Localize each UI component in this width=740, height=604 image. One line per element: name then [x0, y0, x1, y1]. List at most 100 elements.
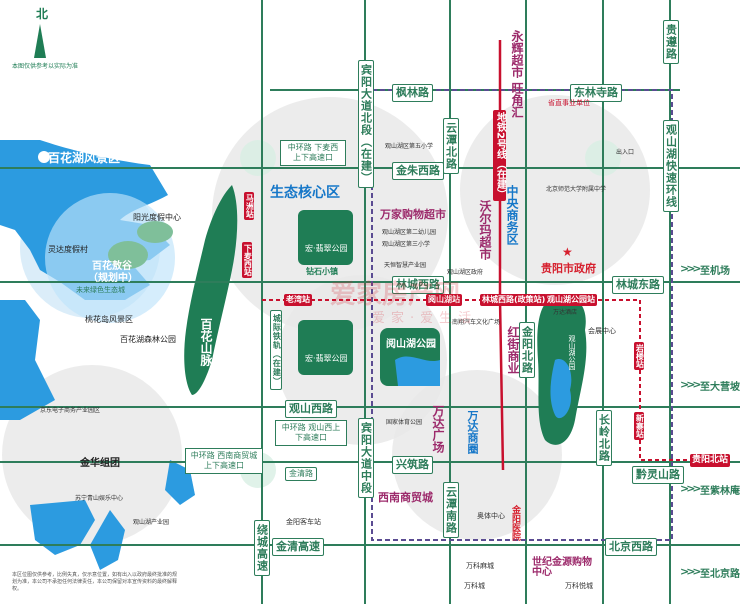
road-qianling-label: 黔灵山路 — [632, 466, 684, 484]
road-guanshanxi-label: 观山西路 — [285, 400, 337, 418]
road-yuntan-south-label: 云潭南路 — [443, 482, 459, 538]
road-jinqing-label: 金清路 — [285, 467, 317, 482]
dest-dayingpo: 至大营坡 — [700, 382, 740, 393]
wangjiao-label: 永辉超市 旺角汇 — [510, 30, 524, 119]
north-caption: 本图仅供参考以实际为准 — [12, 63, 79, 70]
wanda-business-label: 万达商圈 — [466, 410, 479, 454]
interchange-top-label: 中环路 下麦西上下高速口 — [280, 140, 346, 166]
road-guizun-label: 贵遵路 — [663, 20, 679, 64]
jinhua-park-label: 观山湖产业园 — [133, 519, 170, 526]
station-xinzhai: 新寨站 — [634, 412, 645, 440]
baihua-mountain — [184, 185, 238, 395]
valley-line3: 未来绿色生态城 — [76, 286, 125, 294]
dest-zijinan: 至紫林庵 — [700, 486, 740, 497]
dest-airport: 至机场 — [700, 266, 730, 277]
station-linchengxi: 林城西路(政策站) — [480, 294, 548, 307]
entertainment-label: 苏宁青山娱乐中心 — [75, 495, 124, 502]
lake-arm-south — [0, 300, 55, 420]
station-mazhou: 马洲站 — [244, 192, 255, 220]
station-guiyang-north: 贵阳北站 — [690, 454, 731, 468]
guiyang-gov-star-icon: ★ — [562, 245, 573, 259]
watermark: 爱家房产网 — [330, 280, 461, 310]
olympic-label: 奥体中心 — [477, 512, 505, 520]
project-top-label: 宏·翡翠公园 — [305, 244, 348, 253]
baihua-lake-icon — [38, 151, 50, 163]
arrow-airport-icon: >>> — [680, 262, 702, 275]
road-linchengxi-label: 林城西路 — [392, 276, 444, 294]
lake-right-label: 观山湖公园 — [568, 335, 576, 370]
station-xiamaixi: 下麦西站 — [242, 242, 253, 278]
interchange-sw-label: 中环路 西南商贸城上下高速口 — [185, 448, 263, 474]
radius-circle-sw — [2, 365, 182, 545]
baihua-lake-label: 百花湖风景区 — [48, 151, 121, 165]
wanda-hotel-label: 万达酒店 — [553, 309, 578, 316]
guiyang-gov-label: 贵阳市政府 — [541, 262, 596, 275]
yuntan-school-label: 观山湖区第三小学 — [382, 241, 431, 248]
road-fenglin-label: 枫林路 — [392, 84, 433, 102]
district-boundary — [371, 89, 673, 541]
wanke-north-label: 万科城 — [464, 582, 485, 590]
wanke-yuecheng-label: 万科悦城 — [565, 582, 593, 590]
valley-line1: 百花敖谷 — [92, 261, 132, 272]
metro-line2-label: 地铁2号线（在建） — [493, 110, 506, 201]
wanke-mall-label: 万家购物超市 — [380, 208, 446, 221]
nanjing-label: 万科麻城 — [466, 562, 494, 570]
yangguang-label: 阳光度假中心 — [133, 213, 181, 222]
station-guanshanhu: 阅山湖站 — [426, 294, 462, 307]
xinan-label: 西南商贸城 — [378, 491, 433, 504]
project-bottom-label: 宏·翡翠公园 — [305, 354, 348, 363]
interchange-mid-label: 中环路 观山西上下高速口 — [275, 420, 347, 446]
industry-label: 京东电子商务产业园区 — [40, 407, 101, 414]
watermark-sub: 爱家·爱生活 — [372, 311, 478, 326]
guanshan-park-label: 阅山湖公园 — [386, 339, 436, 350]
arrow-jiaocheng-icon: >>> — [680, 482, 702, 495]
park-water — [395, 356, 440, 386]
project-block-top — [298, 210, 353, 265]
lake-arm-s — [90, 510, 125, 570]
station-laowan: 老湾站 — [284, 294, 312, 307]
gov-label: 省直事业单位 — [548, 99, 590, 107]
lingda-label: 灵达度假村 — [48, 245, 88, 254]
arrow-dayingpo-icon: >>> — [680, 378, 702, 391]
tianyang-label: 天恒智慧产业园 — [384, 262, 427, 269]
road-binyang-middle-label: 宾阳大道中段 — [358, 418, 374, 498]
valley-line2: （规划中） — [88, 273, 138, 284]
road-chenglian-label: 城际铁轨（在建） — [270, 310, 283, 390]
interchange-circle-1 — [240, 140, 276, 176]
project-block-bottom — [298, 320, 353, 375]
disclaimer: 本区位图仅供参考，比例失真，仅示意位置，如有出入以政府最终批准的规划为准，本公司… — [12, 572, 178, 592]
walmart-label: 沃尔玛超市 — [478, 200, 492, 260]
shiji-label: 世纪金源购物中心 — [532, 557, 592, 578]
green-patch-1 — [108, 241, 148, 269]
ecology-core-label: 生态核心区 — [270, 185, 340, 201]
taohuadao-label: 桃花岛风景区 — [85, 315, 133, 324]
road-linchengdong-label: 林城东路 — [612, 276, 664, 294]
exhibition-label: 会展中心 — [588, 327, 616, 335]
road-jinzhu-label: 金朱西路 — [392, 162, 444, 180]
wanda-label: 万达广场 — [431, 405, 445, 453]
station-yanlou: 岩楼站 — [634, 342, 645, 370]
jinhua-label: 金华组团 — [80, 458, 120, 469]
school-top-label: 北京师范大学附属中学 — [546, 186, 607, 193]
road-yuntan-north-label: 云潭北路 — [443, 118, 459, 174]
dest-beijinglu: 至北京路 — [700, 569, 740, 580]
north-label: 北 — [36, 7, 49, 21]
road-jinqing-high-label: 金清高速 — [272, 538, 324, 556]
road-chengrao-label: 绕城高速 — [254, 520, 270, 576]
road-xingzhu-label: 兴筑路 — [392, 456, 433, 474]
guanshan-edu-label: 观山湖区第二幼儿园 — [382, 229, 437, 236]
road-guanshan-express-label: 观山湖快速环线 — [663, 120, 679, 212]
guanshan-gov-label: 观山湖区政府 — [447, 269, 484, 276]
station-guanshanhu-park: 观山湖公园站 — [545, 294, 597, 307]
nanxiang-label: 南翔汽车文化广场 — [452, 319, 501, 326]
jinyang-hospital-label: 金阳医院 — [510, 505, 520, 541]
eastbus-label: 金阳客车站 — [286, 518, 321, 526]
road-dongling-label: 东林寺路 — [570, 84, 622, 102]
east-lake-water — [550, 359, 572, 419]
forest-park-label: 百花湖森林公园 — [120, 335, 176, 344]
north-arrow-icon — [34, 24, 46, 58]
radius-circle-south — [392, 370, 562, 540]
road-jinyang-label: 金阳北路 — [519, 322, 535, 378]
exit-label: 出入口 — [616, 149, 635, 156]
